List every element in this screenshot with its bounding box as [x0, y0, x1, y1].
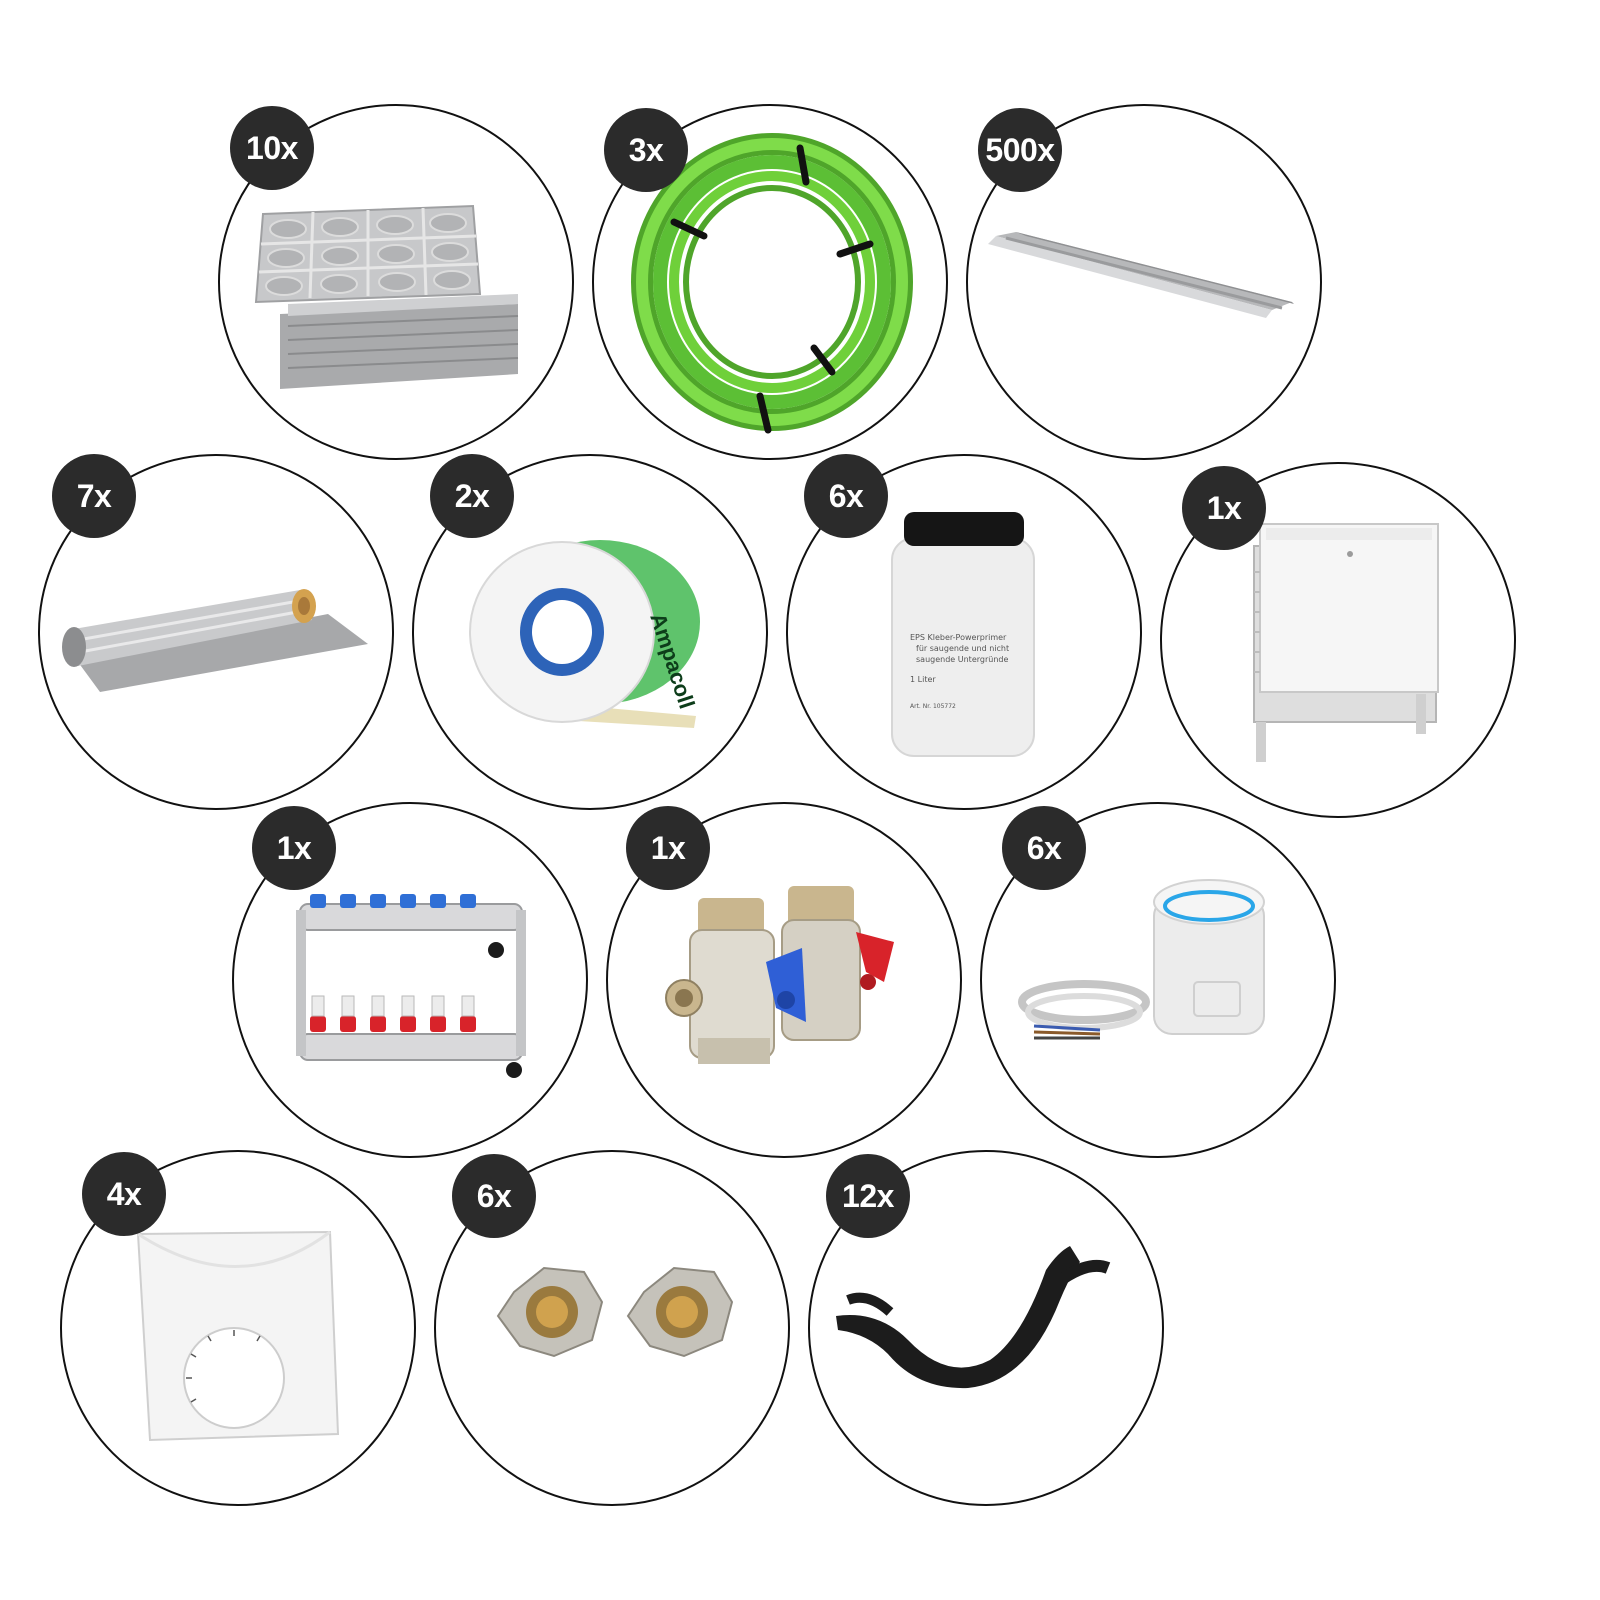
quantity-badge: 1x — [252, 806, 336, 890]
quantity-badge: 4x — [82, 1152, 166, 1236]
product-primer-bottle[interactable]: EPS Kleber-Powerprimer für saugende und … — [786, 454, 1142, 810]
pipe-bend-support-icon — [836, 1246, 1111, 1389]
distribution-cabinet-icon — [1253, 523, 1439, 762]
manifold-icon — [296, 894, 526, 1078]
quantity-badge: 10x — [230, 106, 314, 190]
product-distribution-cabinet[interactable]: 1x — [1160, 462, 1516, 818]
green-pipe-coil-icon — [631, 133, 913, 434]
product-pipe-bend-support[interactable]: 12x — [808, 1150, 1164, 1506]
adhesive-tape-icon: Ampacoll — [469, 540, 700, 728]
quantity-badge: 7x — [52, 454, 136, 538]
insulation-panels-icon — [254, 204, 519, 389]
heat-conduction-sheet-icon — [988, 232, 1294, 318]
bottle-label-line1: EPS Kleber-Powerprimer — [910, 633, 1007, 642]
product-ball-valves[interactable]: 1x — [606, 802, 962, 1158]
room-thermostat-icon — [136, 1230, 340, 1442]
quantity-badge: 6x — [1002, 806, 1086, 890]
quantity-badge: 12x — [826, 1154, 910, 1238]
bottle-label-line3: saugende Untergründe — [916, 655, 1008, 664]
item-circle — [232, 802, 588, 1158]
quantity-badge: 3x — [604, 108, 688, 192]
quantity-badge: 6x — [804, 454, 888, 538]
product-compression-fittings[interactable]: 6x — [434, 1150, 790, 1506]
bottle-label-volume: 1 Liter — [910, 675, 936, 684]
product-thermal-actuator[interactable]: 6x — [980, 802, 1336, 1158]
ball-valves-icon — [665, 886, 894, 1064]
quantity-badge: 1x — [626, 806, 710, 890]
foil-roll-icon — [62, 589, 368, 692]
product-insulation-panels[interactable]: 10x — [218, 104, 574, 460]
quantity-badge: 500x — [978, 108, 1062, 192]
product-heat-conduction-sheet[interactable]: 500x — [966, 104, 1322, 460]
product-pipe-coil[interactable]: 3x — [592, 104, 948, 460]
compression-fittings-icon — [496, 1266, 734, 1358]
product-room-thermostat[interactable]: 4x — [60, 1150, 416, 1506]
quantity-badge: 1x — [1182, 466, 1266, 550]
bottle-label-article: Art. Nr. 105772 — [910, 703, 956, 710]
quantity-badge: 6x — [452, 1154, 536, 1238]
product-manifold[interactable]: 1x — [232, 802, 588, 1158]
thermal-actuator-icon — [1018, 879, 1265, 1040]
primer-bottle-icon: EPS Kleber-Powerprimer für saugende und … — [891, 512, 1035, 757]
product-foil-roll[interactable]: 7x — [38, 454, 394, 810]
bottle-label-line2: für saugende und nicht — [916, 644, 1009, 653]
quantity-badge: 2x — [430, 454, 514, 538]
product-adhesive-tape[interactable]: Ampacoll 2x — [412, 454, 768, 810]
